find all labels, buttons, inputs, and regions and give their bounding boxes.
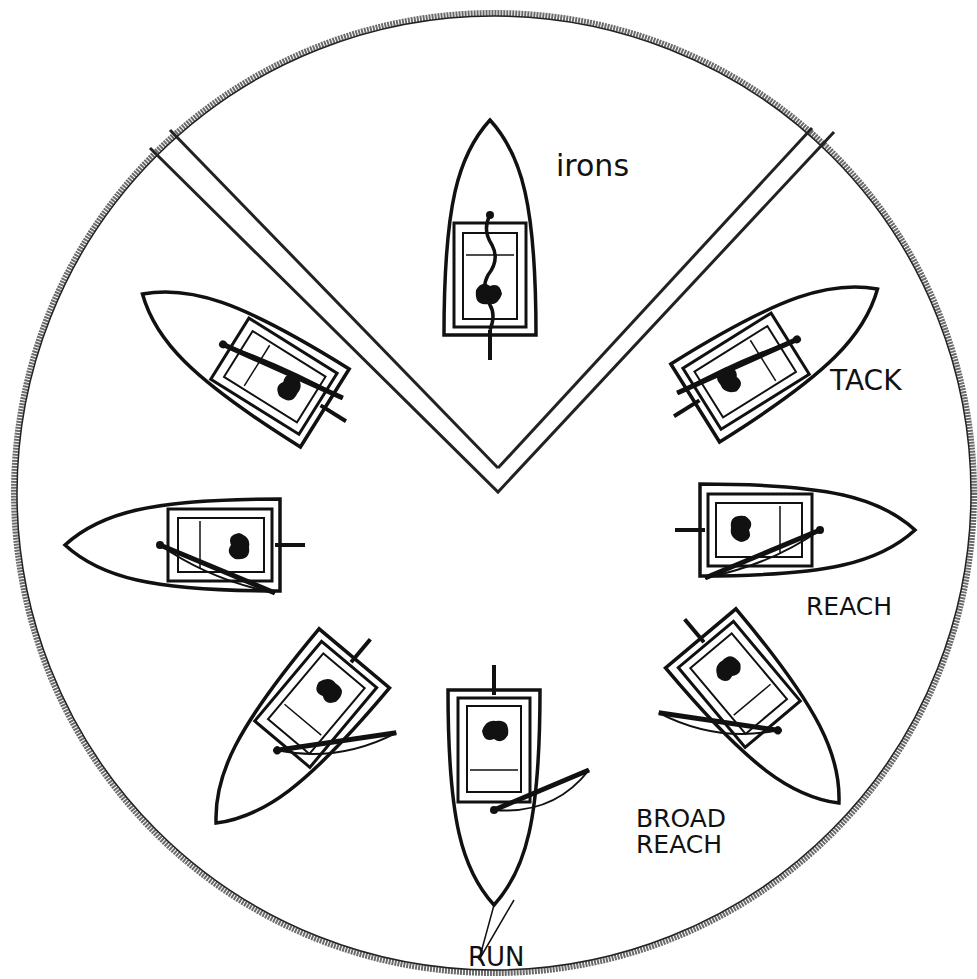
boat-broad-reach-port [181, 610, 432, 875]
point-label: TACK [830, 366, 902, 395]
boat-run [448, 665, 589, 960]
wind-circle-inner [17, 16, 971, 970]
boat-irons [444, 120, 536, 360]
boat-tack [650, 250, 902, 455]
point-label: irons [556, 150, 629, 182]
point-label: BROAD REACH [636, 806, 736, 859]
point-label: REACH [806, 594, 892, 620]
point-label: RUN [468, 944, 525, 971]
boat-reach [675, 484, 915, 578]
boat-reach-port [65, 499, 305, 593]
boat-tack-port [118, 255, 370, 460]
wind-circle [14, 13, 974, 973]
